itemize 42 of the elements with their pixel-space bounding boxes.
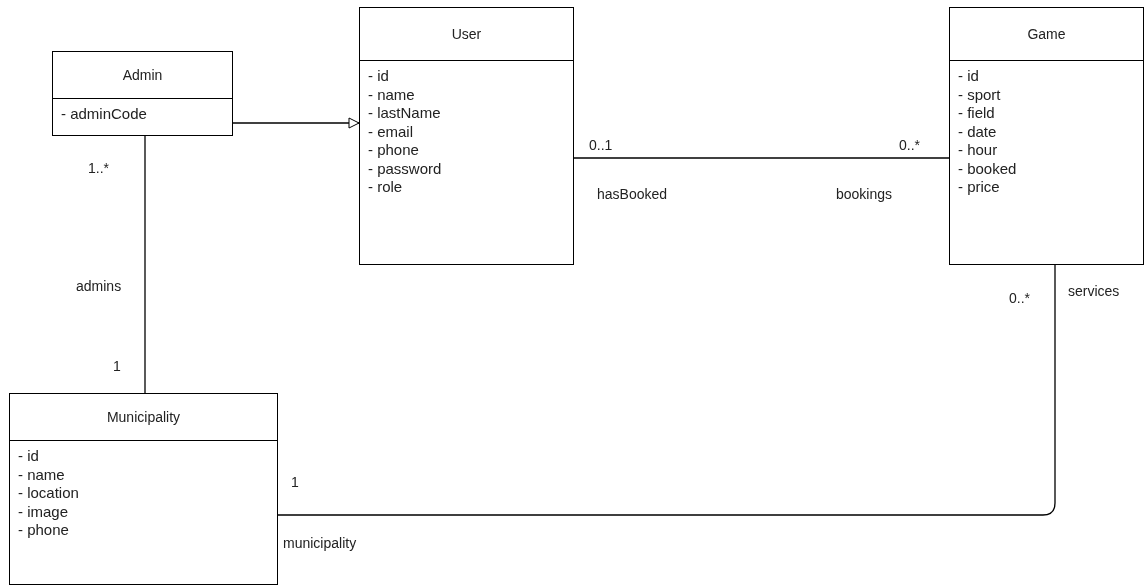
class-name: Game: [1027, 24, 1066, 44]
attribute-text: - hour: [958, 141, 998, 160]
attribute-text: - image: [18, 502, 69, 521]
class-box: [359, 7, 574, 265]
attribute-text: - password: [368, 159, 442, 178]
attribute-text: - role: [368, 178, 403, 197]
attribute-text: - date: [958, 122, 997, 141]
association-label: admins: [76, 278, 122, 294]
attribute-text: - id: [368, 67, 389, 86]
association-label: 0..1: [589, 137, 613, 153]
attribute-text: - email: [368, 122, 413, 141]
attribute-text: - price: [958, 178, 1000, 197]
association-label: 1: [113, 358, 121, 374]
class-box: [52, 51, 233, 136]
association-line: [277, 264, 1056, 516]
attribute-text: - id: [958, 67, 979, 86]
class-name: Admin: [122, 65, 163, 85]
class-box: [949, 7, 1144, 265]
class-name: User: [451, 24, 482, 44]
attribute-text: - name: [18, 465, 65, 484]
attribute-text: - id: [18, 447, 39, 466]
association-label: 1: [291, 474, 299, 490]
association-line: [573, 157, 950, 159]
attribute-text: - phone: [18, 521, 69, 540]
association-label: bookings: [836, 186, 893, 202]
association-label: hasBooked: [597, 186, 668, 202]
class-box: [9, 393, 278, 585]
attribute-text: - lastName: [368, 104, 441, 123]
attribute-text: - phone: [368, 141, 419, 160]
association-label: 1..*: [88, 160, 109, 176]
attribute-text: - adminCode: [61, 105, 147, 124]
class-name: Municipality: [106, 407, 181, 427]
attribute-text: - location: [18, 484, 79, 503]
association-label: 0..*: [1009, 290, 1030, 306]
attribute-text: - sport: [958, 85, 1001, 104]
association-label: services: [1068, 283, 1120, 299]
association-line: [144, 135, 146, 394]
attribute-text: - booked: [958, 159, 1017, 178]
attribute-text: - name: [368, 85, 415, 104]
inheritance-arrow: [232, 117, 360, 129]
association-label: 0..*: [899, 137, 920, 153]
attribute-text: - field: [958, 104, 995, 123]
